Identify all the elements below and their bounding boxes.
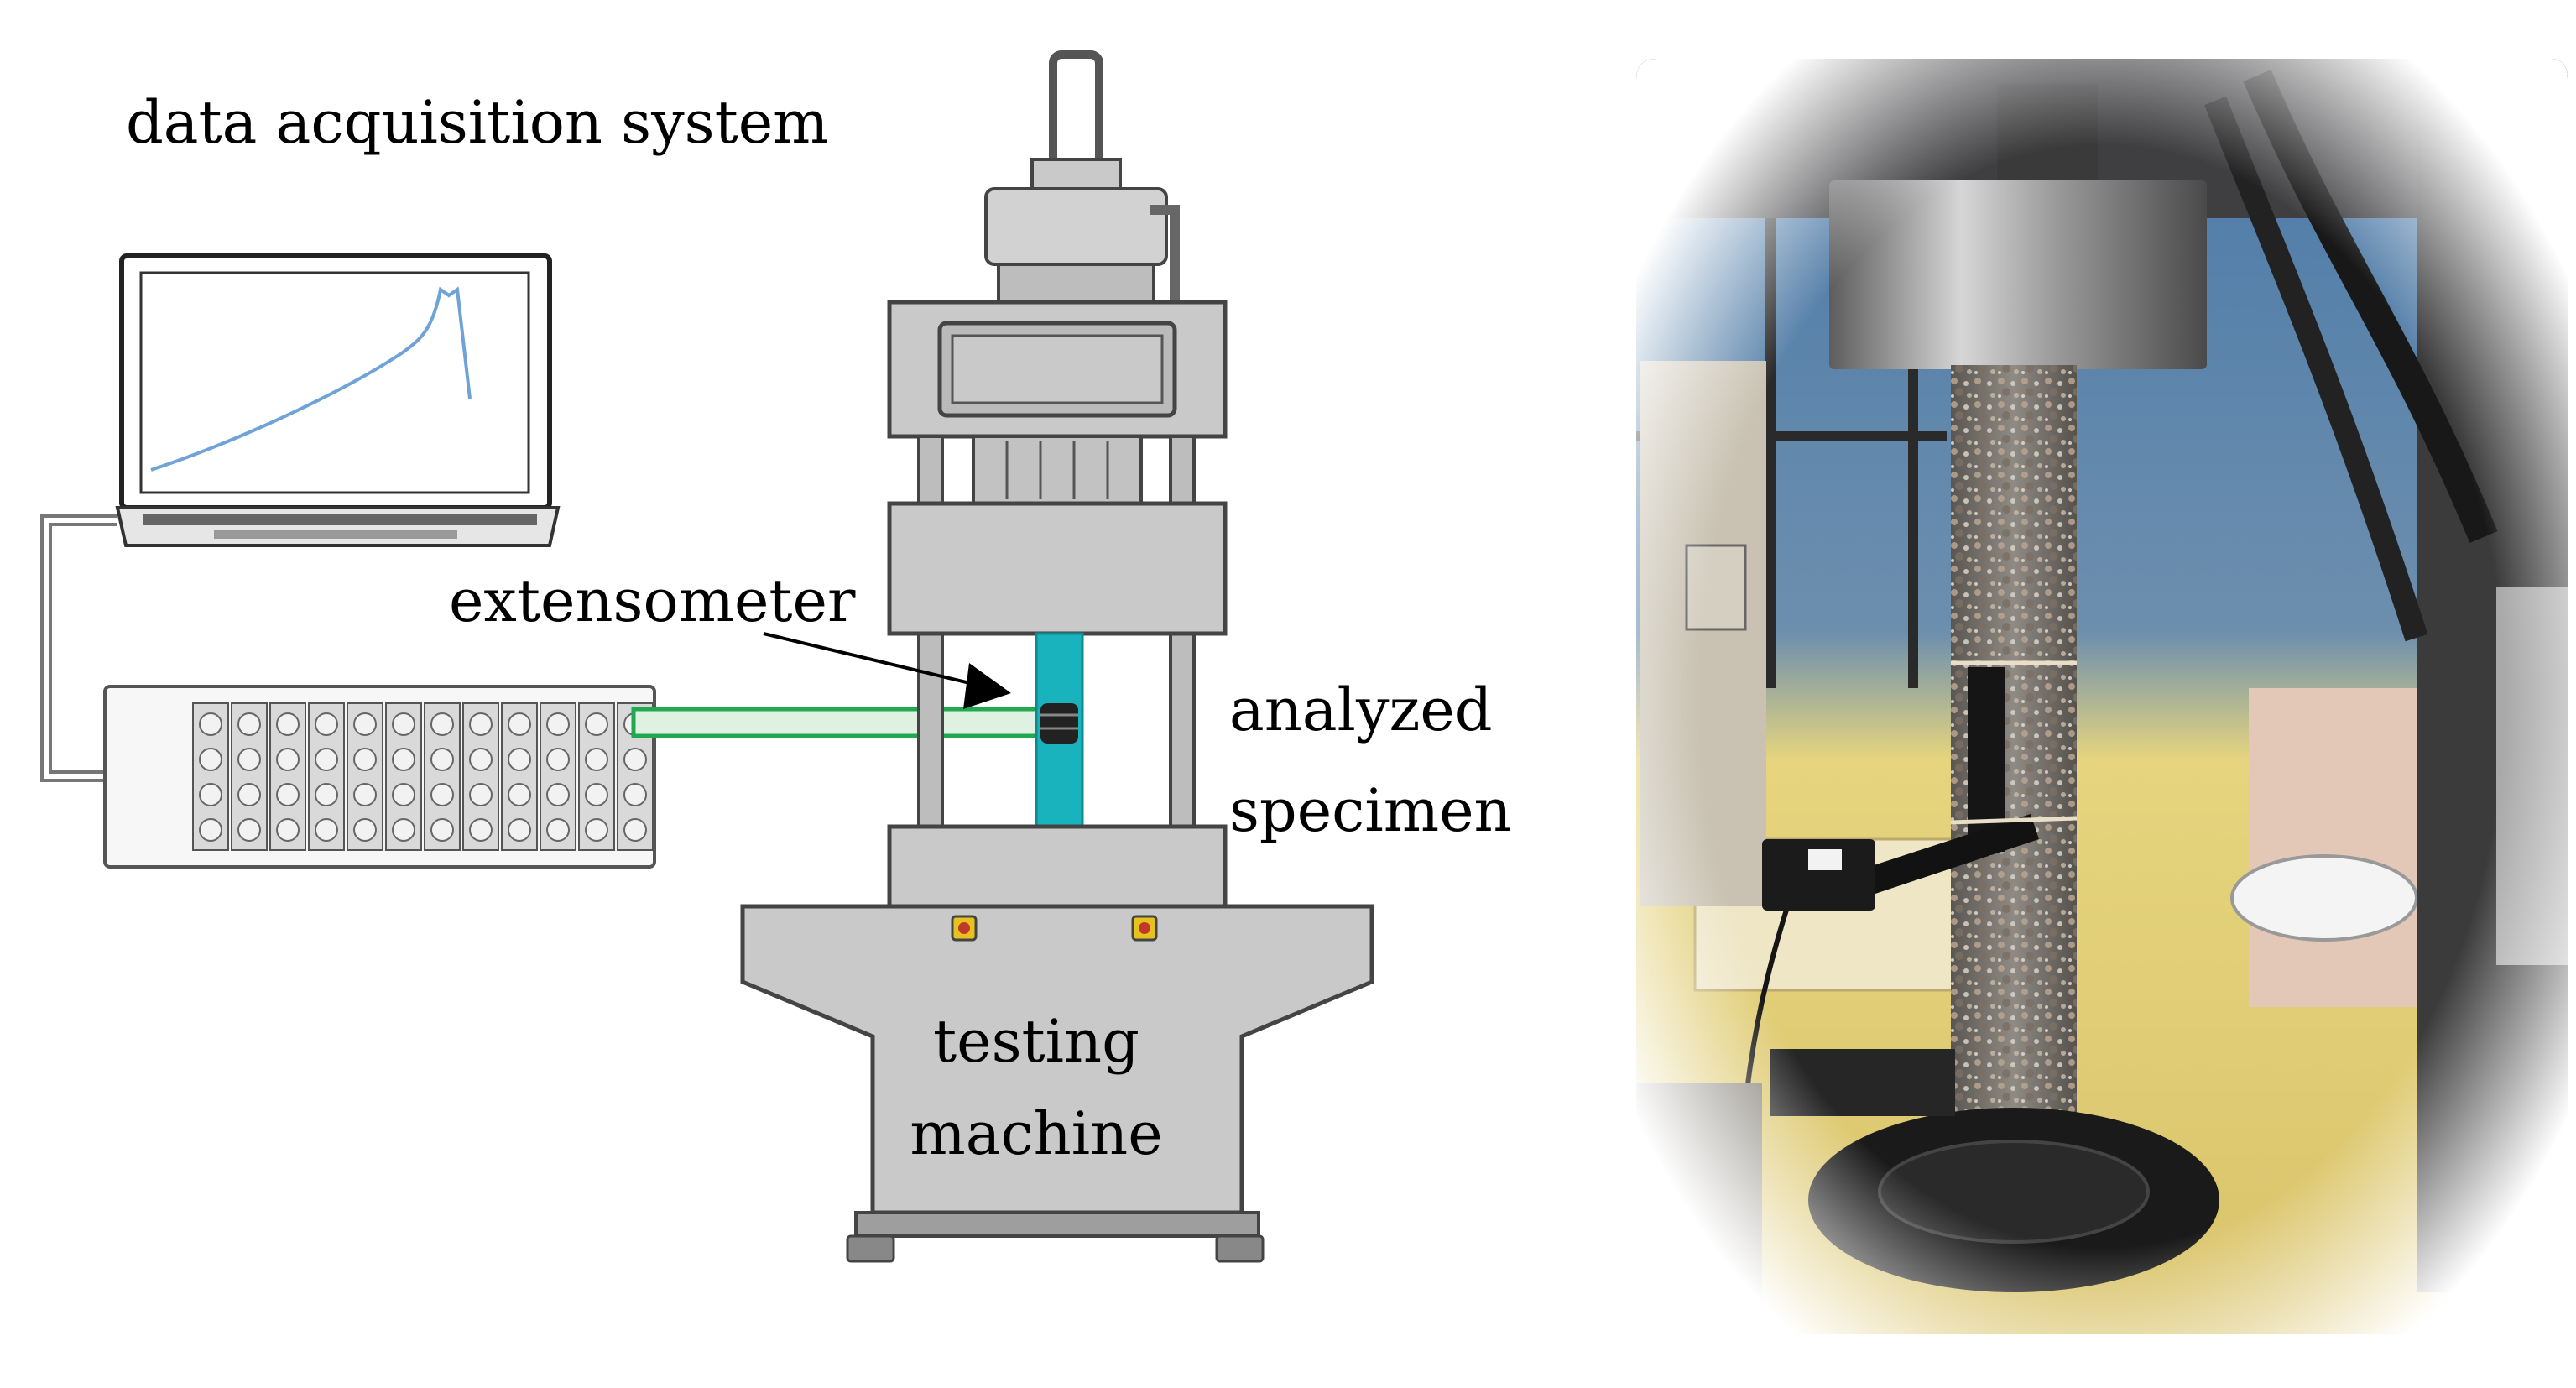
daq-connector: [546, 748, 570, 771]
daq-connector: [469, 783, 493, 806]
daq-connector: [392, 818, 415, 842]
testing-machine: [740, 50, 1374, 1263]
specimen-photo: [1636, 59, 2568, 1334]
daq-connector: [276, 783, 300, 806]
daq-connector: [237, 712, 261, 736]
daq-connector: [353, 712, 377, 736]
daq-connector: [392, 783, 415, 806]
daq-connector: [353, 748, 377, 771]
laptop-icon: [115, 253, 561, 547]
data-acquisition-label: data acquisition system: [126, 88, 829, 157]
daq-connector: [469, 712, 493, 736]
daq-connector: [392, 712, 415, 736]
daq-connector: [276, 748, 300, 771]
daq-connector: [546, 783, 570, 806]
analyzed-label: analyzed: [1229, 676, 1493, 744]
daq-module-icon: [103, 685, 656, 869]
daq-connector: [508, 712, 531, 736]
daq-connector: [508, 783, 531, 806]
daq-connector: [469, 818, 493, 842]
daq-connector: [353, 783, 377, 806]
daq-connector: [430, 712, 454, 736]
specimen-label: specimen: [1229, 776, 1512, 845]
extensometer-cable: [631, 707, 1056, 738]
daq-connector: [276, 818, 300, 842]
daq-connector: [469, 748, 493, 771]
daq-connector: [315, 712, 338, 736]
daq-connector: [585, 748, 608, 771]
machine-label: machine: [910, 1099, 1162, 1168]
stress-strain-curve: [150, 286, 472, 472]
daq-connector: [430, 748, 454, 771]
daq-connector: [430, 783, 454, 806]
daq-connector: [353, 818, 377, 842]
daq-connector: [199, 748, 222, 771]
daq-connector: [508, 818, 531, 842]
daq-connector: [585, 712, 608, 736]
daq-connector: [199, 783, 222, 806]
daq-connector: [315, 783, 338, 806]
daq-connector: [585, 783, 608, 806]
daq-connector: [546, 818, 570, 842]
extensometer-arrow: [963, 663, 1011, 709]
extensometer-label: extensometer: [449, 566, 856, 635]
daq-connector: [623, 748, 647, 771]
daq-connector: [623, 818, 647, 842]
testing-label: testing: [933, 1007, 1139, 1076]
daq-connector: [392, 748, 415, 771]
daq-connector: [508, 748, 531, 771]
daq-connector: [237, 783, 261, 806]
daq-connector: [315, 748, 338, 771]
daq-connector: [237, 748, 261, 771]
daq-connector: [585, 818, 608, 842]
daq-connector: [546, 712, 570, 736]
daq-connector: [315, 818, 338, 842]
daq-connector: [199, 712, 222, 736]
daq-connector: [199, 818, 222, 842]
daq-connector: [623, 783, 647, 806]
daq-connector: [430, 818, 454, 842]
daq-connector: [237, 818, 261, 842]
daq-connector: [276, 712, 300, 736]
